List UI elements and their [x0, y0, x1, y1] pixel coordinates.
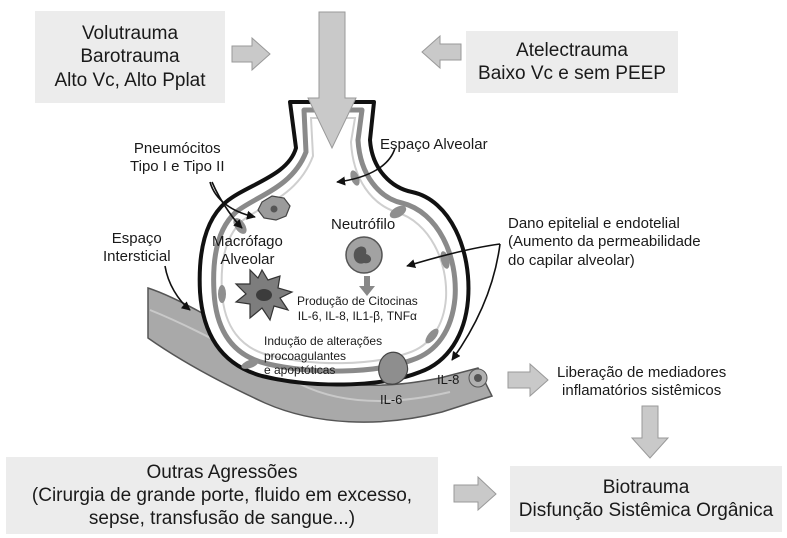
- interstitial-line-1: Espaço: [103, 230, 171, 248]
- arrow-volutrauma: [232, 38, 270, 70]
- interstitial-line-2: Intersticial: [103, 248, 171, 266]
- outras-line-1: Outras Agressões: [146, 461, 297, 484]
- atelectrauma-box: Atelectrauma Baixo Vc e sem PEEP: [466, 31, 678, 93]
- volutrauma-line-1: Volutrauma: [82, 22, 178, 45]
- damage-line-1: Dano epitelial e endotelial: [508, 215, 701, 233]
- arrow-atelectrauma: [422, 36, 461, 68]
- biotrauma-line-2: Disfunção Sistêmica Orgânica: [519, 499, 774, 522]
- interstitial-space-label: Espaço Intersticial: [103, 230, 171, 267]
- outras-line-3: sepse, transfusão de sangue...): [89, 507, 355, 530]
- arrow-liberation: [508, 364, 548, 396]
- volutrauma-box: Volutrauma Barotrauma Alto Vc, Alto Ppla…: [35, 11, 225, 103]
- alveolar-space-label: Espaço Alveolar: [380, 136, 488, 154]
- induction-line-1: Indução de alterações: [264, 334, 382, 349]
- cytokines-line-1: Produção de Citocinas: [297, 294, 418, 309]
- damage-line-3: do capilar alveolar): [508, 252, 701, 270]
- biotrauma-line-1: Biotrauma: [603, 476, 690, 499]
- liberation-line-1: Liberação de mediadores: [557, 364, 726, 382]
- arrow-to-biotrauma: [632, 406, 668, 458]
- epithelial-cell: [218, 285, 226, 303]
- il6-label: IL-6: [380, 392, 402, 408]
- atelectrauma-line-2: Baixo Vc e sem PEEP: [478, 62, 666, 85]
- induction-label: Indução de alterações procoagulantes e a…: [264, 334, 382, 378]
- neutrophil-label: Neutrófilo: [331, 216, 395, 234]
- induction-line-3: e apoptóticas: [264, 363, 382, 378]
- macrophage-label: Macrófago Alveolar: [212, 233, 283, 270]
- volutrauma-line-3: Alto Vc, Alto Pplat: [54, 69, 205, 92]
- biotrauma-box: Biotrauma Disfunção Sistêmica Orgânica: [510, 466, 782, 532]
- damage-label: Dano epitelial e endotelial (Aumento da …: [508, 215, 701, 270]
- cytokines-label: Produção de Citocinas IL-6, IL-8, IL1-β,…: [297, 294, 418, 323]
- il6-text: IL-6: [380, 392, 402, 408]
- atelectrauma-line-1: Atelectrauma: [516, 39, 628, 62]
- damage-line-2: (Aumento da permeabilidade: [508, 233, 701, 251]
- liberation-line-2: inflamatórios sistêmicos: [557, 382, 726, 400]
- macrophage-line-2: Alveolar: [212, 251, 283, 269]
- pneumocytes-label: Pneumócitos Tipo I e Tipo II: [130, 140, 225, 177]
- il8-label: IL-8: [437, 372, 459, 388]
- arrow-outras: [454, 477, 496, 510]
- pneumocytes-line-1: Pneumócitos: [130, 140, 225, 158]
- induction-line-2: procoagulantes: [264, 349, 382, 364]
- outras-line-2: (Cirurgia de grande porte, fluido em exc…: [32, 484, 412, 507]
- liberation-label: Liberação de mediadores inflamatórios si…: [557, 364, 726, 401]
- neutrophil-text: Neutrófilo: [331, 216, 395, 234]
- migrating-cell: [379, 352, 408, 384]
- alveolar-space-text: Espaço Alveolar: [380, 136, 488, 154]
- pneumocytes-line-2: Tipo I e Tipo II: [130, 158, 225, 176]
- cytokines-line-2: IL-6, IL-8, IL1-β, TNFα: [297, 309, 418, 324]
- il8-text: IL-8: [437, 372, 459, 388]
- macrophage-line-1: Macrófago: [212, 233, 283, 251]
- outras-agressoes-box: Outras Agressões (Cirurgia de grande por…: [6, 457, 438, 534]
- volutrauma-line-2: Barotrauma: [80, 45, 179, 68]
